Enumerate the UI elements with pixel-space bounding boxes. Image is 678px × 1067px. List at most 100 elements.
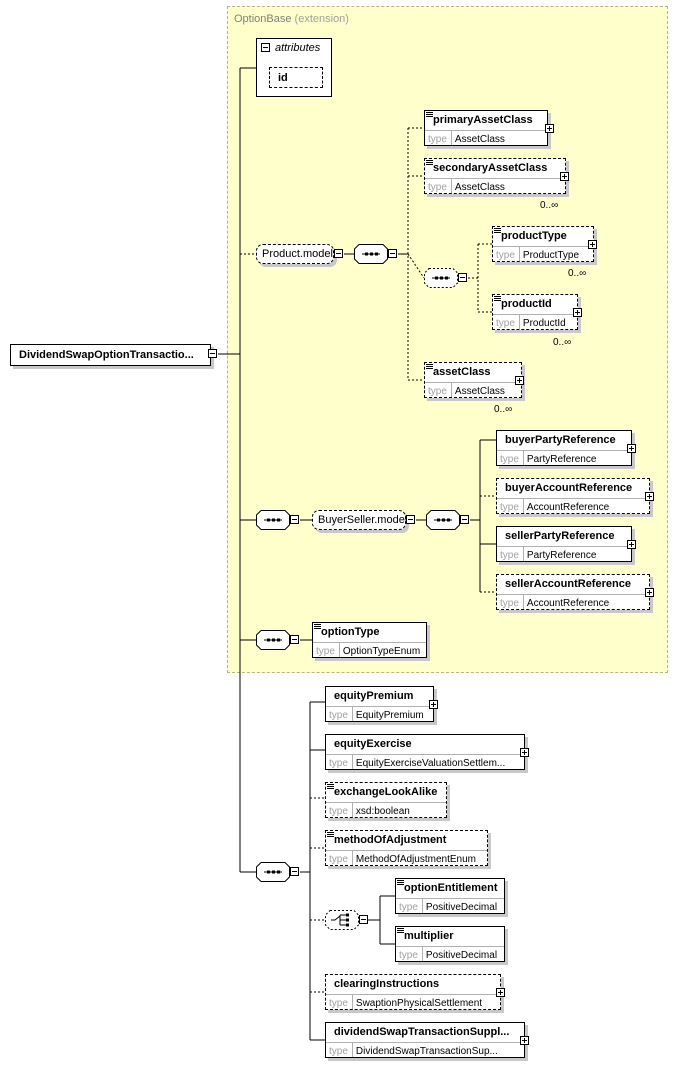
element-type: OptionTypeEnum (342, 646, 421, 657)
element-type: DividendSwapTransactionSup... (355, 1046, 498, 1057)
documentation-icon (494, 296, 501, 302)
choice-toggle[interactable] (359, 915, 368, 924)
type-label: type (326, 803, 353, 817)
root-element[interactable]: DividendSwapOptionTransactio... (10, 344, 211, 366)
type-label: type (493, 247, 520, 261)
equity-sequence-toggle[interactable] (290, 867, 299, 876)
expand-primary-asset-class[interactable] (545, 124, 554, 133)
expand-buyer-account-reference[interactable] (645, 492, 654, 501)
element-type: PositiveDecimal (425, 950, 498, 961)
attribute-id[interactable]: id (269, 67, 323, 88)
element-name: multiplier (404, 930, 454, 942)
product-sequence-toggle[interactable] (388, 249, 397, 258)
element-type: PositiveDecimal (425, 902, 498, 913)
expand-equity-exercise[interactable] (520, 748, 529, 757)
element-type: ProductId (522, 318, 566, 329)
choice-compositor[interactable] (325, 910, 359, 930)
buyer-seller-sequence-compositor[interactable] (256, 510, 290, 530)
option-base-name: OptionBase (234, 13, 292, 25)
element-type: MethodOfAdjustmentEnum (355, 854, 476, 865)
type-label: type (313, 643, 340, 657)
buyer-seller-model-group[interactable]: BuyerSeller.model (312, 510, 407, 530)
element-name: clearingInstructions (334, 978, 440, 990)
type-label: type (425, 131, 452, 145)
element-type: ProductType (522, 250, 580, 261)
element-type: SwaptionPhysicalSettlement (355, 998, 483, 1009)
element-type: AssetClass (454, 182, 505, 193)
element-type: PartyReference (526, 454, 597, 465)
expand-asset-class[interactable] (515, 376, 524, 385)
buyer-seller-sequence-toggle[interactable] (290, 515, 299, 524)
option-type-sequence-compositor[interactable] (256, 630, 290, 650)
element-name: equityExercise (334, 738, 412, 750)
element-name: buyerAccountReference (505, 482, 633, 494)
expand-equity-premium[interactable] (429, 700, 438, 709)
attributes-label: attributes (275, 42, 321, 54)
product-id-sequence-compositor[interactable] (424, 268, 458, 288)
product-model-label: Product.model (262, 248, 333, 260)
product-sequence-compositor[interactable] (354, 244, 388, 264)
root-element-name: DividendSwapOptionTransactio... (19, 349, 194, 361)
element-name: methodOfAdjustment (334, 834, 447, 846)
element-type: AssetClass (454, 134, 505, 145)
expand-product-id[interactable] (573, 308, 582, 317)
documentation-icon (314, 624, 321, 630)
element-name: primaryAssetClass (433, 114, 533, 126)
option-type-sequence-toggle[interactable] (290, 635, 299, 644)
expand-clearing-instructions[interactable] (496, 988, 505, 997)
documentation-icon (327, 784, 334, 790)
expand-secondary-asset-class[interactable] (560, 172, 569, 181)
product-model-group[interactable]: Product.model (256, 244, 334, 264)
element-name: equityPremium (334, 690, 414, 702)
buyer-seller-model-toggle[interactable] (406, 515, 415, 524)
product-id-sequence-toggle[interactable] (458, 273, 467, 282)
occurrence-product-id: 0..∞ (553, 337, 572, 348)
buyer-seller-inner-sequence-compositor[interactable] (426, 510, 460, 530)
element-name: buyerPartyReference (505, 434, 616, 446)
documentation-icon (397, 928, 404, 934)
element-name: sellerPartyReference (505, 530, 615, 542)
buyer-seller-inner-sequence-toggle[interactable] (460, 515, 469, 524)
equity-sequence-compositor[interactable] (256, 862, 290, 882)
occurrence-product-type: 0..∞ (568, 268, 587, 279)
type-label: type (497, 499, 524, 513)
element-name: assetClass (433, 366, 491, 378)
root-collapse-toggle[interactable] (208, 349, 217, 358)
element-name: secondaryAssetClass (433, 162, 548, 174)
attributes-collapse-toggle[interactable] (261, 43, 270, 52)
element-type: AccountReference (526, 502, 610, 513)
product-model-toggle[interactable] (334, 249, 343, 258)
element-type: AssetClass (454, 386, 505, 397)
expand-dividend-swap-transaction-supplement[interactable] (520, 1036, 529, 1045)
expand-seller-party-reference[interactable] (627, 540, 636, 549)
type-label: type (497, 451, 524, 465)
expand-product-type[interactable] (588, 240, 597, 249)
type-label: type (326, 851, 353, 865)
element-type: EquityPremium (355, 710, 424, 721)
attribute-id-name: id (278, 71, 288, 84)
element-name: productType (501, 230, 567, 242)
type-label: type (493, 315, 520, 329)
expand-seller-account-reference[interactable] (645, 588, 654, 597)
occurrence-asset-class: 0..∞ (494, 404, 513, 415)
documentation-icon (494, 228, 501, 234)
expand-buyer-party-reference[interactable] (627, 444, 636, 453)
